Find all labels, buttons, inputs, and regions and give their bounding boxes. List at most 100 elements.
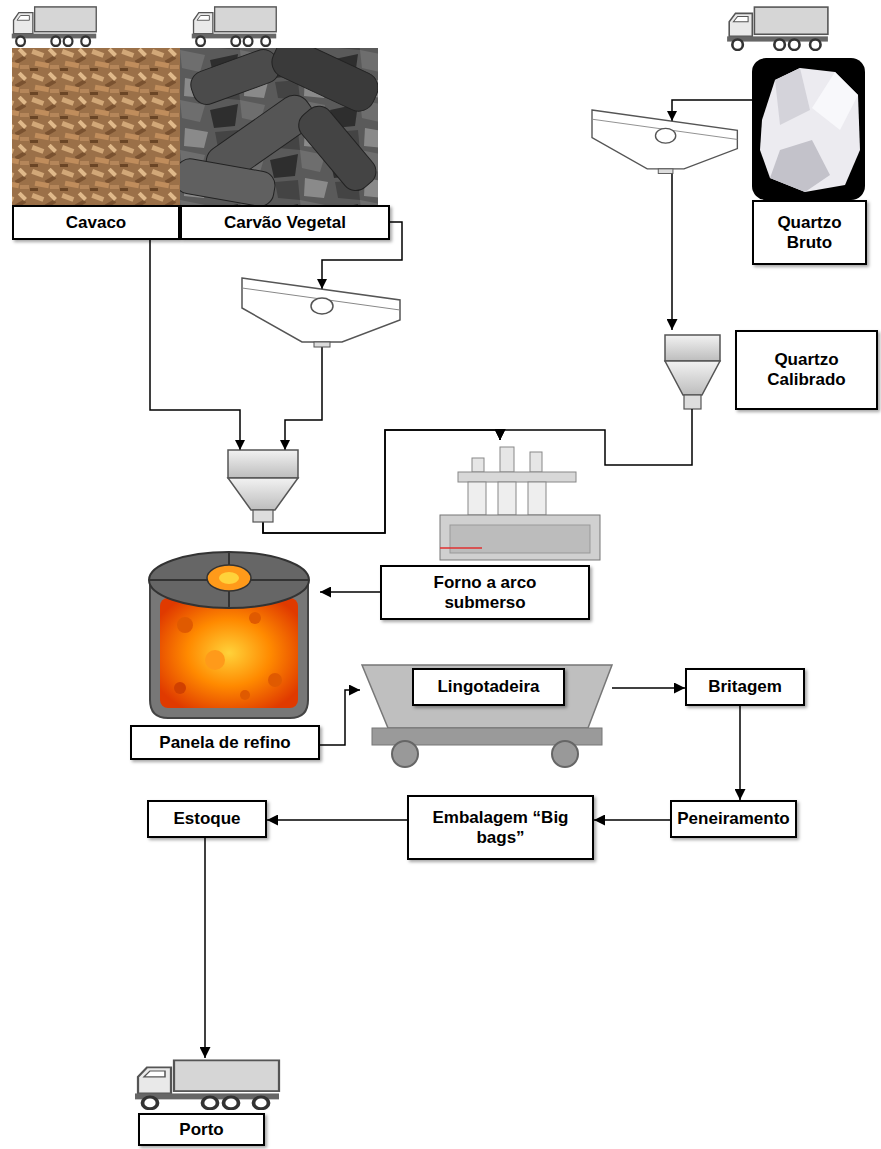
process-node: Embalagem “Big bags” bbox=[407, 795, 594, 860]
submerged-arc-furnace bbox=[500, 447, 514, 472]
submerged-arc-furnace bbox=[458, 472, 576, 482]
step-label: Embalagem “Big bags” bbox=[413, 808, 588, 847]
quartz-photo bbox=[752, 58, 865, 200]
label-box: Britagem bbox=[685, 668, 805, 706]
flow-arrow bbox=[204, 838, 206, 1058]
refining-ladle bbox=[207, 565, 251, 591]
refining-ladle bbox=[249, 612, 261, 624]
charcoal-photo bbox=[173, 34, 384, 209]
truck-icon bbox=[135, 1060, 279, 1108]
flow-arrowhead bbox=[280, 440, 290, 450]
submerged-arc-furnace bbox=[472, 458, 484, 472]
vibrating-screen bbox=[592, 110, 737, 173]
submerged-arc-furnace bbox=[440, 447, 600, 560]
flow-arrow bbox=[320, 690, 360, 745]
process-node: Carvão Vegetal bbox=[180, 205, 390, 240]
refining-ladle bbox=[205, 650, 225, 670]
step-label: Carvão Vegetal bbox=[224, 213, 346, 233]
vibrating-screen bbox=[592, 110, 737, 173]
label-box: Forno a arco submerso bbox=[380, 565, 590, 620]
refining-ladle bbox=[219, 572, 239, 584]
flow-arrowhead bbox=[235, 440, 245, 450]
label-box: Estoque bbox=[147, 800, 267, 838]
truck-icon bbox=[12, 7, 96, 46]
quartz-photo bbox=[770, 140, 830, 192]
charcoal-photo bbox=[180, 48, 378, 205]
wood-chips-photo bbox=[12, 48, 180, 205]
step-label: Lingotadeira bbox=[437, 677, 539, 697]
refining-ladle bbox=[177, 617, 193, 633]
flow-arrow bbox=[594, 819, 670, 821]
step-label: Forno a arco submerso bbox=[402, 573, 568, 612]
casting-cart bbox=[392, 741, 418, 767]
flow-arrow bbox=[263, 222, 500, 533]
label-box: Embalagem “Big bags” bbox=[407, 795, 594, 860]
process-node: Quartzo Bruto bbox=[752, 58, 867, 265]
vibrating-screen bbox=[242, 278, 400, 347]
flow-arrow bbox=[150, 240, 500, 533]
refining-ladle bbox=[268, 673, 282, 687]
refining-ladle bbox=[240, 690, 250, 700]
step-label: Panela de refino bbox=[159, 733, 290, 753]
process-node: Forno a arco submerso bbox=[380, 440, 600, 620]
process-node: Lingotadeira bbox=[360, 660, 612, 768]
refining-ladle bbox=[160, 598, 298, 708]
truck-icon bbox=[192, 7, 276, 46]
flow-arrowhead bbox=[317, 279, 327, 289]
process-node: Estoque bbox=[147, 800, 267, 838]
submerged-arc-furnace bbox=[450, 525, 590, 553]
feed-hopper bbox=[691, 409, 693, 432]
quartz-photo bbox=[812, 72, 858, 130]
flow-arrowhead bbox=[667, 111, 677, 121]
process-node: Britagem bbox=[685, 668, 805, 706]
step-label: Cavaco bbox=[66, 213, 126, 233]
feed-hopper bbox=[228, 478, 298, 510]
quartz-photo bbox=[752, 58, 865, 200]
step-label: Quartzo Calibrado bbox=[741, 350, 872, 389]
casting-cart bbox=[362, 665, 612, 728]
refining-ladle bbox=[149, 552, 309, 608]
flow-arrowhead bbox=[235, 111, 677, 450]
feed-hopper bbox=[228, 450, 298, 522]
flow-arrow bbox=[500, 430, 692, 465]
label-box: Carvão Vegetal bbox=[180, 205, 390, 240]
submerged-arc-furnace bbox=[528, 482, 546, 515]
quartz-photo bbox=[775, 68, 810, 125]
submerged-arc-furnace bbox=[440, 515, 600, 560]
label-box: Panela de refino bbox=[130, 725, 320, 760]
process-node: Peneiramento bbox=[670, 800, 797, 838]
feed-hopper bbox=[665, 335, 720, 432]
step-label: Britagem bbox=[708, 677, 782, 697]
process-node: Quartzo Calibrado bbox=[660, 330, 878, 432]
truck-icon bbox=[727, 7, 828, 50]
casting-cart bbox=[362, 665, 612, 767]
label-box: Peneiramento bbox=[670, 800, 797, 838]
refining-ladle bbox=[174, 682, 186, 694]
process-node: Porto bbox=[130, 1058, 285, 1146]
label-box: Lingotadeira bbox=[412, 668, 565, 706]
step-label: Peneiramento bbox=[677, 809, 789, 829]
charcoal-photo bbox=[187, 48, 283, 108]
submerged-arc-furnace bbox=[530, 452, 542, 472]
feed-hopper bbox=[228, 450, 298, 478]
process-node: Cavaco bbox=[12, 205, 180, 240]
flow-arrow bbox=[267, 819, 407, 821]
flow-arrow bbox=[739, 706, 741, 800]
step-label: Porto bbox=[179, 1120, 223, 1140]
refining-ladle bbox=[149, 552, 309, 718]
label-box: Quartzo Calibrado bbox=[735, 330, 878, 410]
casting-cart bbox=[552, 741, 578, 767]
label-box: Quartzo Bruto bbox=[752, 200, 867, 265]
flow-arrow bbox=[320, 591, 380, 593]
charcoal-photo bbox=[180, 157, 277, 205]
step-label: Quartzo Bruto bbox=[758, 213, 861, 252]
feed-hopper bbox=[253, 510, 273, 522]
feed-hopper bbox=[665, 361, 720, 395]
feed-hopper bbox=[665, 335, 720, 361]
label-box: Cavaco bbox=[12, 205, 180, 240]
quartz-photo bbox=[760, 68, 860, 192]
submerged-arc-furnace bbox=[498, 482, 516, 515]
step-label: Estoque bbox=[173, 809, 240, 829]
